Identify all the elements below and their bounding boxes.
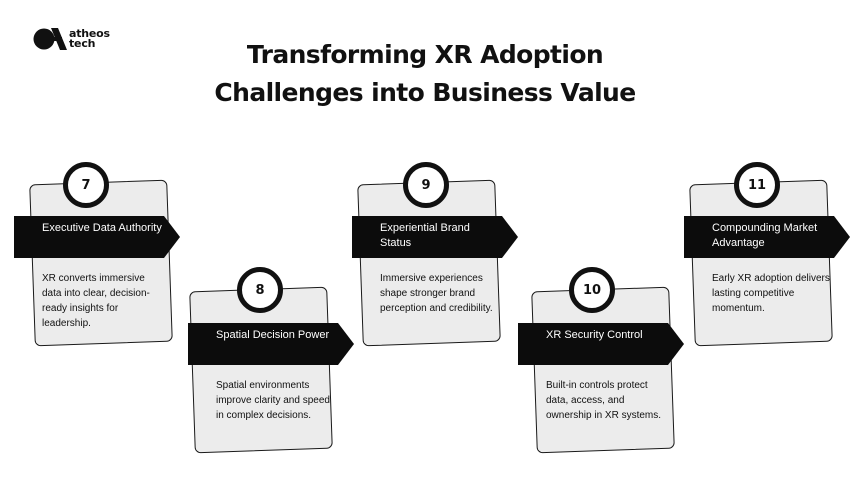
step-number-badge: 7 — [63, 162, 109, 208]
brand-name: atheos tech — [69, 27, 110, 50]
card-9: 9 Experiential Brand Status Immersive ex… — [352, 162, 522, 372]
card-description: Immersive experiences shape stronger bra… — [380, 273, 493, 314]
card-banner: Spatial Decision Power — [188, 323, 354, 365]
card-description: Spatial environments improve clarity and… — [216, 380, 330, 421]
atheos-logo-icon — [33, 28, 67, 50]
page-title-line1: Transforming XR Adoption — [246, 40, 604, 69]
card-7: 7 Executive Data Authority XR converts i… — [14, 162, 184, 372]
page-title: Transforming XR Adoption Challenges into… — [0, 36, 850, 112]
step-number-badge: 8 — [237, 267, 283, 313]
brand-name-line2: tech — [69, 37, 96, 50]
card-description: Built-in controls protect data, access, … — [546, 380, 662, 421]
card-banner: Experiential Brand Status — [352, 216, 518, 258]
card-background — [531, 286, 675, 454]
card-heading: Experiential Brand Status — [380, 222, 470, 249]
card-description: XR converts immersive data into clear, d… — [42, 273, 150, 329]
step-number-badge: 11 — [734, 162, 780, 208]
step-number-badge: 10 — [569, 267, 615, 313]
brand-name-line1: atheos — [69, 27, 110, 40]
card-8: 8 Spatial Decision Power Spatial environ… — [188, 267, 358, 479]
card-heading: Executive Data Authority — [42, 222, 162, 234]
card-11: 11 Compounding Market Advantage Early XR… — [684, 162, 850, 372]
card-heading: Compounding Market Advantage — [712, 222, 818, 249]
brand-logo: atheos tech — [33, 26, 110, 52]
card-heading: XR Security Control — [546, 329, 643, 341]
card-banner: XR Security Control — [518, 323, 684, 365]
page-title-line2: Challenges into Business Value — [214, 78, 636, 107]
step-number-badge: 9 — [403, 162, 449, 208]
card-banner: Compounding Market Advantage — [684, 216, 850, 258]
card-description: Early XR adoption delivers lasting compe… — [712, 273, 830, 314]
card-banner: Executive Data Authority — [14, 216, 180, 258]
card-heading: Spatial Decision Power — [216, 329, 330, 341]
card-10: 10 XR Security Control Built-in controls… — [518, 267, 688, 479]
